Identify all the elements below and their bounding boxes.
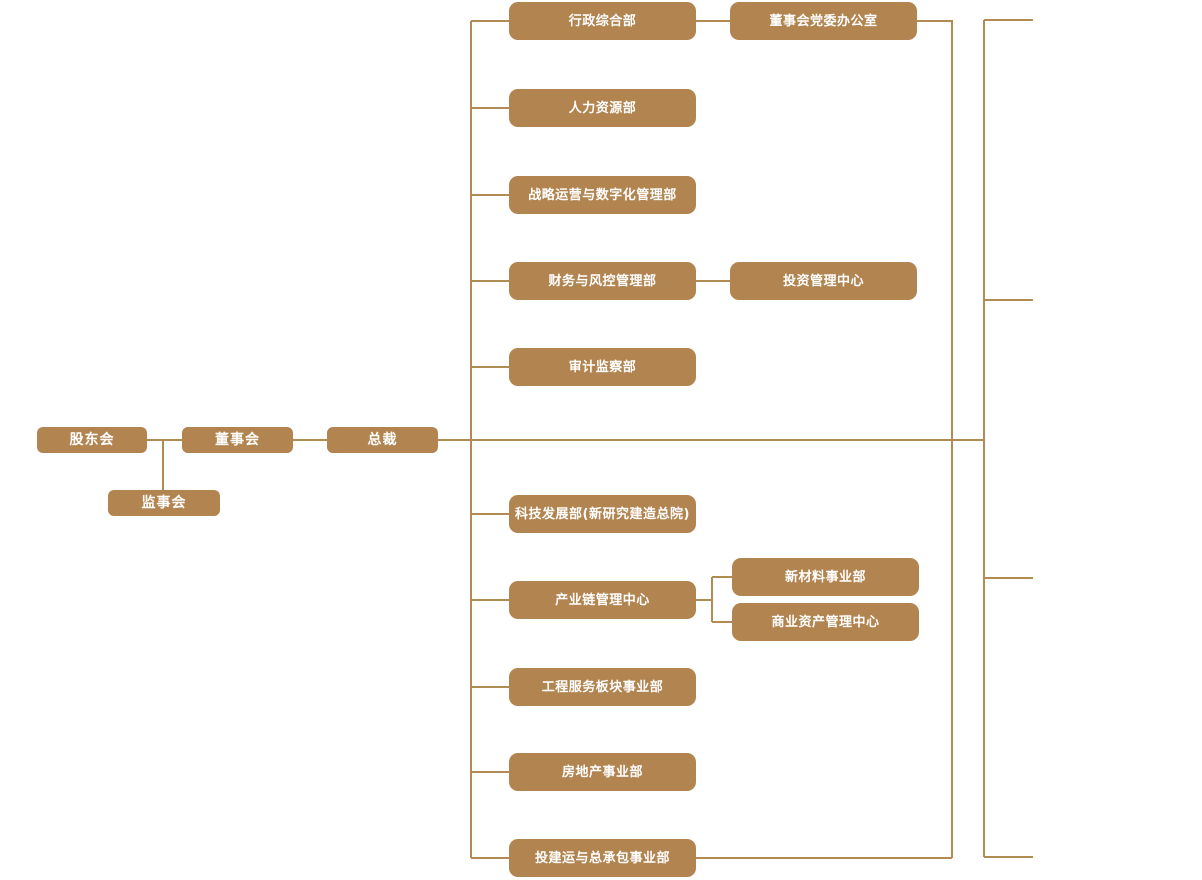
org-node-admin-general-dept: 行政综合部: [509, 2, 696, 40]
org-node-shareholders-meeting: 股东会: [37, 427, 147, 453]
connector-line: [471, 857, 509, 859]
connector-line: [471, 366, 509, 368]
connector-line: [712, 621, 732, 623]
connector-line: [471, 513, 509, 515]
connector-line: [471, 771, 509, 773]
connector-line: [471, 599, 509, 601]
org-node-audit-supervision-dept: 审计监察部: [509, 348, 696, 386]
connector-line: [696, 280, 730, 282]
connector-line: [147, 439, 182, 441]
connector-line: [984, 299, 1033, 301]
connector-line: [711, 577, 713, 622]
connector-line: [471, 20, 509, 22]
connector-line: [471, 194, 509, 196]
connector-line: [471, 280, 509, 282]
connector-line: [983, 20, 985, 857]
org-node-finance-risk-dept: 财务与风控管理部: [509, 262, 696, 300]
org-node-engineering-services-bu: 工程服务板块事业部: [509, 668, 696, 706]
connector-line: [696, 857, 952, 859]
connector-line: [712, 576, 732, 578]
connector-line: [162, 440, 164, 490]
org-node-industry-chain-center: 产业链管理中心: [509, 581, 696, 619]
org-node-hr-dept: 人力资源部: [509, 89, 696, 127]
connector-line: [984, 577, 1033, 579]
connector-line: [438, 439, 983, 441]
org-node-tech-development-dept: 科技发展部(新研究建造总院): [509, 495, 696, 533]
connector-line: [471, 686, 509, 688]
connector-line: [293, 439, 327, 441]
org-node-invest-build-epc-bu: 投建运与总承包事业部: [509, 839, 696, 877]
org-node-supervisory-board: 监事会: [108, 490, 220, 516]
connector-line: [951, 21, 953, 858]
connector-line: [471, 107, 509, 109]
connector-line: [696, 599, 712, 601]
org-node-commercial-assets-center: 商业资产管理中心: [732, 603, 919, 641]
org-node-real-estate-bu: 房地产事业部: [509, 753, 696, 791]
connector-line: [984, 856, 1033, 858]
connector-line: [917, 20, 953, 22]
org-node-board-party-office: 董事会党委办公室: [730, 2, 917, 40]
org-node-new-materials-bu: 新材料事业部: [732, 558, 919, 596]
org-node-president: 总裁: [327, 427, 438, 453]
org-node-investment-center: 投资管理中心: [730, 262, 917, 300]
connector-line: [470, 21, 472, 858]
connector-line: [696, 20, 730, 22]
org-node-strategy-digital-dept: 战略运营与数字化管理部: [509, 176, 696, 214]
org-node-board-of-directors: 董事会: [182, 427, 293, 453]
connector-line: [984, 19, 1033, 21]
